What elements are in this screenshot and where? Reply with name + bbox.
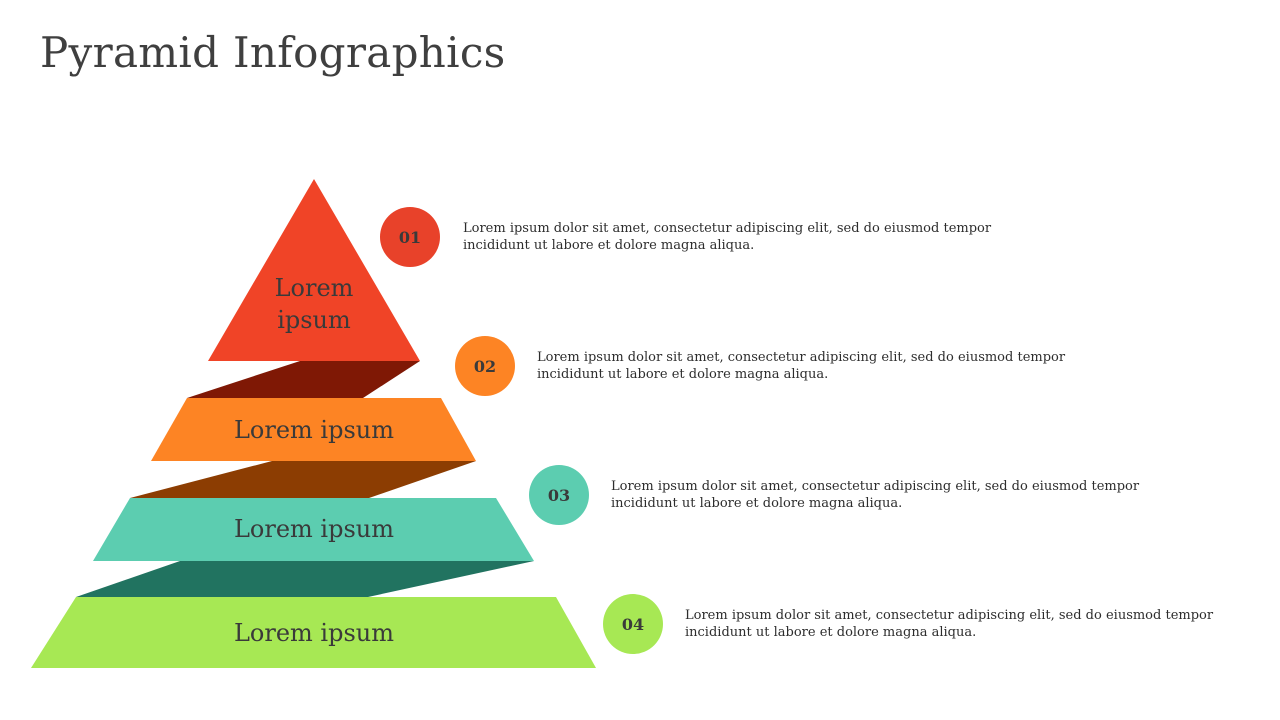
tier-1-label-line2: ipsum [277, 306, 351, 334]
tier-3-shadow [76, 561, 534, 597]
step-badge-02: 02 [455, 336, 515, 396]
tier-3-trapezoid [93, 498, 534, 561]
tier-2-shadow [130, 461, 476, 498]
step-badge-04: 04 [603, 594, 663, 654]
tier-1-label: Lorem ipsum [234, 272, 394, 336]
step-description-02: Lorem ipsum dolor sit amet, consectetur … [537, 350, 1066, 382]
tier-1-shadow [187, 361, 420, 398]
step-description-04: Lorem ipsum dolor sit amet, consectetur … [685, 608, 1214, 640]
step-description-03: Lorem ipsum dolor sit amet, consectetur … [611, 479, 1140, 511]
slide-title: Pyramid Infographics [40, 28, 506, 77]
step-description-01: Lorem ipsum dolor sit amet, consectetur … [463, 221, 992, 253]
tier-1-label-line1: Lorem [274, 274, 354, 302]
tier-2-trapezoid [151, 398, 476, 461]
tier-4-trapezoid [31, 597, 596, 668]
step-badge-03: 03 [529, 465, 589, 525]
tier-4-label: Lorem ipsum [233, 619, 395, 647]
step-badge-01: 01 [380, 207, 440, 267]
tier-1-triangle [208, 179, 420, 361]
tier-2-label: Lorem ipsum [233, 416, 395, 444]
tier-3-label: Lorem ipsum [233, 515, 395, 543]
